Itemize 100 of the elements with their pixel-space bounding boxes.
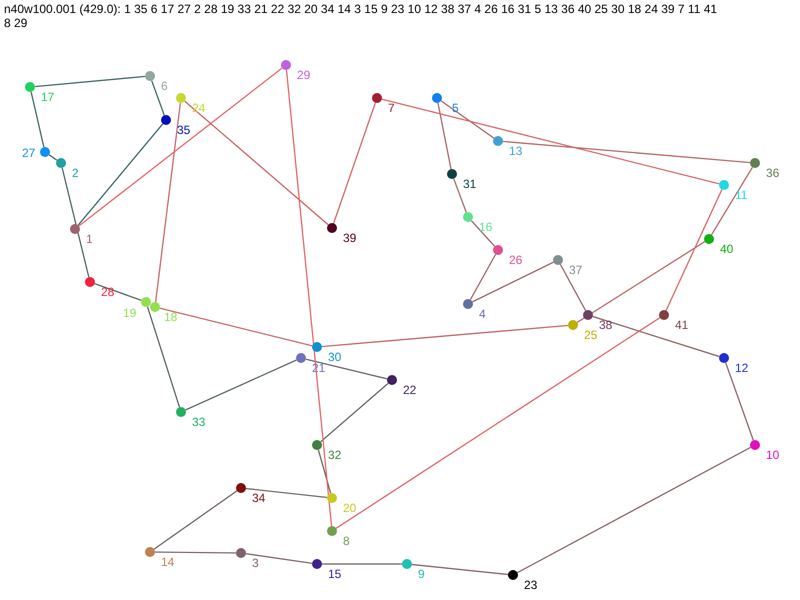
- point-number: 6: [161, 79, 168, 93]
- city-point: [402, 559, 412, 569]
- tour-edge: [78, 68, 282, 226]
- city-point: [176, 407, 186, 417]
- city-point: [719, 180, 729, 190]
- point-number: 31: [463, 177, 476, 191]
- city-point: [141, 297, 151, 307]
- tour-edge: [246, 553, 312, 564]
- point-number: 23: [524, 578, 538, 592]
- city-point: [432, 93, 442, 103]
- city-point: [70, 224, 80, 234]
- tour-edge: [184, 100, 329, 226]
- tour-edge: [160, 308, 312, 346]
- point-number: 37: [569, 263, 582, 277]
- tour-edge: [48, 154, 58, 161]
- point-number: 35: [177, 123, 190, 137]
- point-number: 30: [328, 350, 342, 364]
- tour-edge: [502, 140, 750, 164]
- tour-edge: [336, 317, 660, 529]
- point-number: 3: [252, 556, 259, 570]
- point-number: 17: [41, 90, 54, 104]
- city-point: [568, 320, 578, 330]
- point-number: 28: [101, 285, 114, 299]
- city-point: [463, 299, 473, 309]
- tour-edge: [725, 362, 754, 440]
- point-number: 16: [479, 220, 492, 234]
- tour-edge: [318, 450, 332, 494]
- tour-edge: [440, 100, 494, 139]
- tour-edge: [30, 92, 44, 148]
- point-number: 8: [343, 534, 350, 548]
- point-number: 20: [343, 501, 356, 515]
- tour-edge: [592, 316, 720, 358]
- tour-edge: [306, 358, 388, 380]
- point-number: 34: [252, 491, 266, 505]
- tour-edge: [333, 102, 376, 224]
- tour-edge: [34, 76, 146, 88]
- city-point: [40, 147, 50, 157]
- point-number: 25: [584, 328, 598, 342]
- tour-edge: [382, 98, 720, 184]
- tour-edge: [322, 324, 568, 348]
- tour-edge: [78, 123, 164, 226]
- city-point: [327, 493, 337, 503]
- point-number: 11: [735, 188, 748, 202]
- tour-edge: [62, 168, 90, 278]
- point-number: 15: [328, 567, 342, 581]
- tour-edge: [151, 80, 165, 116]
- city-point: [145, 547, 155, 557]
- point-number: 7: [388, 101, 395, 115]
- city-point: [372, 93, 382, 103]
- point-number: 36: [766, 166, 780, 180]
- tour-edge: [666, 189, 722, 311]
- tour-edge: [470, 254, 496, 300]
- city-point: [176, 93, 186, 103]
- tour-edge: [470, 220, 496, 247]
- point-number: 1: [86, 232, 93, 246]
- tour-edge: [146, 306, 180, 408]
- point-number: 18: [164, 310, 178, 324]
- point-number: 24: [192, 101, 206, 115]
- city-point: [327, 526, 337, 536]
- point-number: 13: [509, 144, 522, 158]
- tour-edge: [322, 563, 402, 565]
- tour-edge: [286, 70, 332, 526]
- tour-edge: [154, 490, 238, 550]
- city-point: [85, 277, 95, 287]
- city-point: [312, 559, 322, 569]
- point-number: 10: [766, 448, 780, 462]
- point-number: 22: [403, 383, 416, 397]
- tour-edge: [517, 446, 751, 574]
- city-point: [463, 212, 473, 222]
- point-number: 33: [192, 415, 206, 429]
- city-point: [493, 245, 503, 255]
- tour-edge: [437, 102, 452, 170]
- tour-edge: [453, 178, 467, 213]
- point-number: 9: [418, 567, 425, 581]
- city-point: [719, 353, 729, 363]
- city-point: [236, 483, 246, 493]
- point-number: 2: [72, 166, 79, 180]
- city-point: [704, 234, 714, 244]
- point-number: 29: [297, 68, 310, 82]
- city-point: [553, 255, 563, 265]
- city-point: [25, 82, 35, 92]
- city-point: [281, 60, 291, 70]
- tour-edge: [185, 360, 297, 410]
- tour-sequence-text: n40w100.001 (429.0): 1 35 6 17 27 2 28 19 33 21 22 32 20 34 14 3 15 9 23 10 12 38 37 4 26 16 31 5 13 36 40 25 30 18 24 39 7 11 41 8 29: [4, 2, 718, 30]
- city-point: [508, 570, 518, 580]
- city-point: [659, 310, 669, 320]
- city-point: [387, 375, 397, 385]
- city-point: [447, 169, 457, 179]
- city-point: [150, 302, 160, 312]
- city-point: [327, 223, 337, 233]
- city-point: [145, 71, 155, 81]
- city-point: [493, 136, 503, 146]
- point-number: 32: [328, 448, 342, 462]
- tour-edge: [320, 382, 389, 442]
- point-number: 26: [509, 253, 522, 267]
- point-number: 38: [599, 318, 612, 332]
- tour-edge: [94, 283, 142, 301]
- city-point: [312, 440, 322, 450]
- point-number: 39: [343, 231, 356, 245]
- tour-edge: [560, 264, 586, 311]
